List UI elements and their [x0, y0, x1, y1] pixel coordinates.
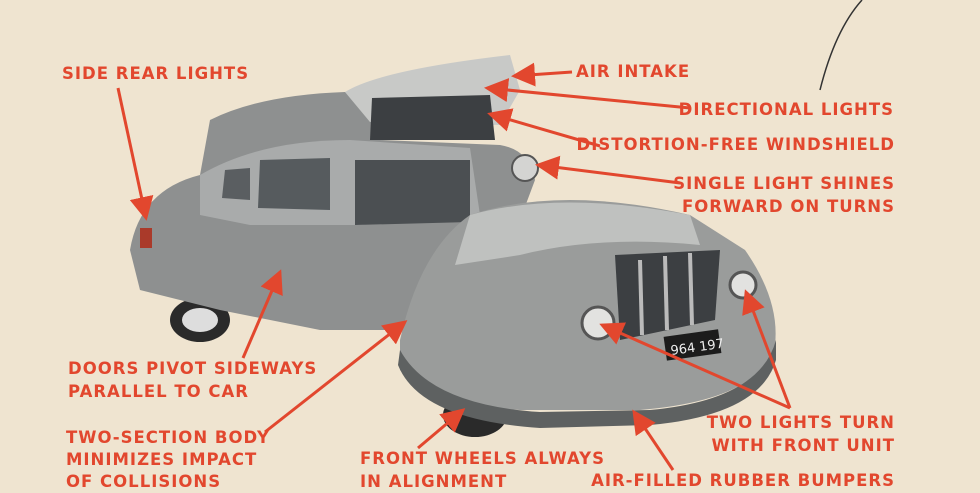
- label-line: AIR INTAKE: [576, 61, 690, 84]
- label-line: SINGLE LIGHT SHINES: [673, 173, 895, 196]
- label-side-rear-lights: SIDE REAR LIGHTS: [62, 63, 249, 86]
- label-line: TWO-SECTION BODY: [66, 427, 270, 449]
- label-line: PARALLEL TO CAR: [68, 381, 317, 404]
- margin-pencil-mark: [820, 0, 862, 90]
- label-line: DOORS PIVOT SIDEWAYS: [68, 358, 317, 381]
- label-directional-lights: DIRECTIONAL LIGHTS: [679, 99, 894, 122]
- label-line: FRONT WHEELS ALWAYS: [360, 448, 605, 471]
- label-line: FORWARD ON TURNS: [673, 196, 895, 219]
- label-windshield: DISTORTION-FREE WINDSHIELD: [577, 134, 895, 157]
- label-line: MINIMIZES IMPACT: [66, 449, 270, 471]
- label-air-intake: AIR INTAKE: [576, 61, 690, 84]
- label-line: WITH FRONT UNIT: [707, 435, 895, 458]
- car-front-unit: 964 197: [398, 200, 776, 437]
- label-line: TWO LIGHTS TURN: [707, 412, 895, 435]
- label-line: DISTORTION-FREE WINDSHIELD: [577, 134, 895, 157]
- label-line: DIRECTIONAL LIGHTS: [679, 99, 894, 122]
- label-line: AIR-FILLED RUBBER BUMPERS: [591, 470, 895, 493]
- label-bumpers: AIR-FILLED RUBBER BUMPERS: [591, 470, 895, 493]
- label-line: SIDE REAR LIGHTS: [62, 63, 249, 86]
